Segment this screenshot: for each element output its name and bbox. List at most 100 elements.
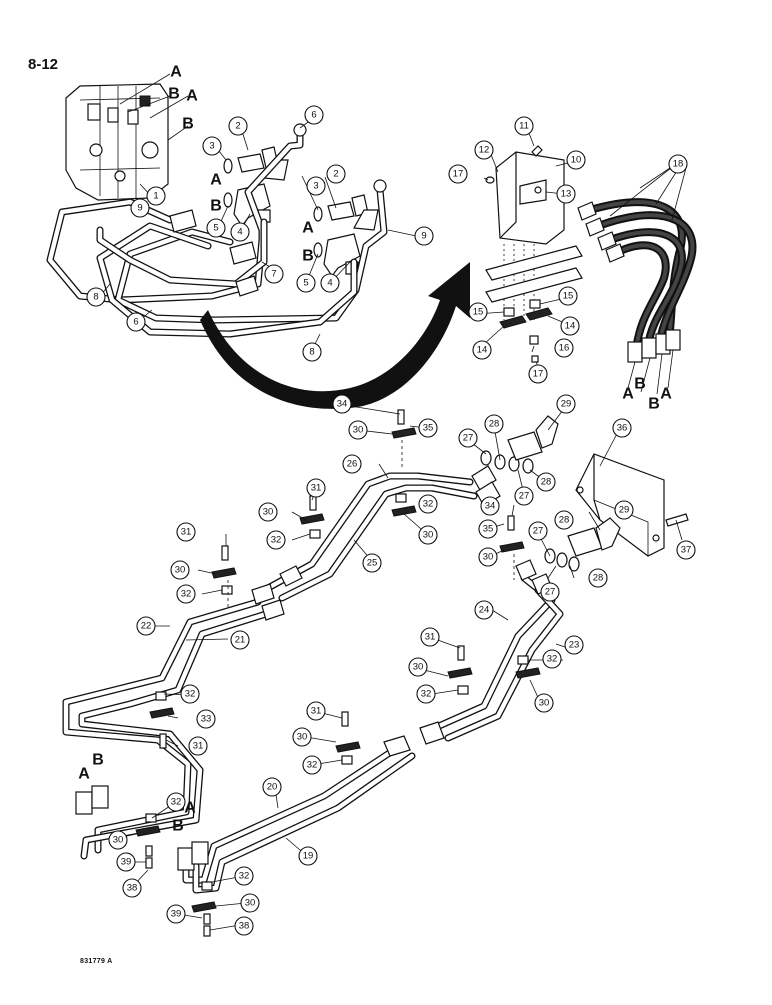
svg-text:31: 31 — [181, 527, 192, 538]
port-letter-a: A — [302, 220, 314, 237]
svg-text:30: 30 — [113, 835, 124, 846]
callout-35: 35 — [478, 519, 498, 539]
svg-text:2: 2 — [333, 169, 338, 180]
callout-32: 32 — [234, 866, 254, 886]
svg-text:30: 30 — [483, 552, 494, 563]
callout-32: 32 — [176, 584, 196, 604]
callout-32: 32 — [418, 494, 438, 514]
svg-text:32: 32 — [421, 689, 432, 700]
svg-text:27: 27 — [533, 526, 544, 537]
callout-28: 28 — [484, 414, 504, 434]
fittings-left-set — [223, 146, 289, 228]
callout-4: 4 — [320, 273, 340, 293]
callout-31: 31 — [420, 627, 440, 647]
svg-text:6: 6 — [133, 317, 138, 328]
upper-tube-bundle — [46, 123, 388, 338]
svg-text:30: 30 — [175, 565, 186, 576]
svg-text:32: 32 — [181, 589, 192, 600]
svg-text:25: 25 — [367, 558, 378, 569]
port-letter-b: B — [168, 86, 180, 103]
svg-text:19: 19 — [303, 851, 314, 862]
port-letter-a: A — [186, 88, 198, 105]
port-letter-b: B — [210, 198, 222, 215]
callout-27: 27 — [458, 428, 478, 448]
callout-35: 35 — [418, 418, 438, 438]
svg-text:14: 14 — [477, 345, 488, 356]
callout-33: 33 — [196, 709, 216, 729]
svg-text:18: 18 — [673, 159, 684, 170]
svg-text:22: 22 — [141, 621, 152, 632]
svg-text:4: 4 — [237, 227, 242, 238]
relocation-arrow — [200, 262, 470, 409]
svg-text:32: 32 — [547, 654, 558, 665]
callout-32: 32 — [180, 684, 200, 704]
svg-text:21: 21 — [235, 635, 246, 646]
callout-6: 6 — [126, 312, 146, 332]
svg-text:28: 28 — [593, 573, 604, 584]
callout-15: 15 — [468, 302, 488, 322]
svg-text:17: 17 — [533, 369, 544, 380]
callout-30: 30 — [408, 657, 428, 677]
port-letter-a: A — [660, 386, 672, 403]
svg-text:6: 6 — [311, 110, 316, 121]
callout-30: 30 — [108, 830, 128, 850]
svg-text:5: 5 — [213, 223, 218, 234]
svg-text:9: 9 — [137, 203, 142, 214]
callout-8: 8 — [86, 287, 106, 307]
port-letter-a: A — [170, 64, 182, 81]
callout-4: 4 — [230, 222, 250, 242]
svg-text:38: 38 — [239, 921, 250, 932]
svg-text:27: 27 — [519, 491, 530, 502]
callout-17: 17 — [528, 364, 548, 384]
svg-text:3: 3 — [313, 181, 318, 192]
callout-32: 32 — [416, 684, 436, 704]
svg-text:1: 1 — [153, 191, 158, 202]
control-valve — [65, 83, 169, 201]
port-letter-b: B — [182, 116, 194, 133]
svg-text:39: 39 — [171, 909, 182, 920]
callout-30: 30 — [348, 420, 368, 440]
callout-29: 29 — [614, 500, 634, 520]
callout-30: 30 — [240, 893, 260, 913]
callout-39: 39 — [116, 852, 136, 872]
callout-32: 32 — [302, 755, 322, 775]
svg-text:32: 32 — [423, 499, 434, 510]
svg-text:17: 17 — [453, 169, 464, 180]
svg-text:35: 35 — [483, 524, 494, 535]
callout-18: 18 — [668, 154, 688, 174]
port-letter-a: A — [210, 172, 222, 189]
callout-27: 27 — [528, 521, 548, 541]
callout-38: 38 — [234, 916, 254, 936]
svg-text:27: 27 — [545, 587, 556, 598]
svg-text:31: 31 — [311, 706, 322, 717]
callout-32: 32 — [266, 530, 286, 550]
svg-text:9: 9 — [421, 231, 426, 242]
callout-39: 39 — [166, 904, 186, 924]
svg-text:12: 12 — [479, 145, 490, 156]
svg-text:30: 30 — [353, 425, 364, 436]
port-letter-a: A — [184, 800, 196, 817]
callout-1: 1 — [146, 186, 166, 206]
callout-28: 28 — [536, 472, 556, 492]
svg-text:28: 28 — [541, 477, 552, 488]
callout-14: 14 — [472, 340, 492, 360]
callout-9: 9 — [414, 226, 434, 246]
svg-text:36: 36 — [617, 423, 628, 434]
port-letter-b: B — [648, 396, 660, 413]
svg-text:32: 32 — [171, 797, 182, 808]
callout-20: 20 — [262, 777, 282, 797]
callout-6: 6 — [304, 105, 324, 125]
svg-text:10: 10 — [571, 155, 582, 166]
callout-3: 3 — [202, 136, 222, 156]
callout-31: 31 — [306, 478, 326, 498]
svg-text:7: 7 — [271, 269, 276, 280]
svg-text:30: 30 — [423, 530, 434, 541]
svg-text:31: 31 — [193, 741, 204, 752]
callout-12: 12 — [474, 140, 494, 160]
svg-text:27: 27 — [463, 433, 474, 444]
svg-text:34: 34 — [485, 501, 496, 512]
callout-11: 11 — [514, 116, 534, 136]
callout-23: 23 — [564, 635, 584, 655]
svg-text:8: 8 — [309, 347, 314, 358]
port-letter-b: B — [172, 818, 184, 835]
